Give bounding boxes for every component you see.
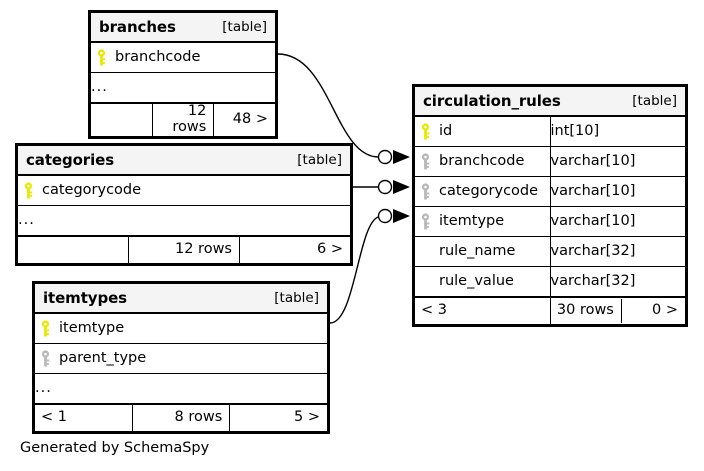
ellipsis-label: ... [34,373,328,405]
footer-rowcount: 12 rows [128,235,240,264]
column-type: varchar[32] [549,236,686,267]
column-type: varchar[10] [549,206,686,237]
table-row[interactable]: rule_value varchar[32] [414,266,686,298]
table-circulation-rules-title: circulation_rules [423,91,561,110]
footer-left[interactable] [17,235,129,264]
table-ellipsis-row: ... [34,373,328,405]
table-row[interactable]: branchcode varchar[10] [414,146,686,177]
column-name: categorycode [42,181,142,198]
table-ellipsis-row: ... [90,72,276,104]
table-itemtypes[interactable]: itemtypes [table] [32,281,330,434]
foreign-key-icon [415,153,435,170]
footer-left[interactable]: < 1 [34,403,133,432]
table-circulation-rules[interactable]: circulation_rules [table] [412,84,688,327]
footer-right[interactable]: 48 > [213,101,276,137]
foreign-key-icon [35,350,55,367]
table-branches-header: branches [table] [90,12,276,43]
column-type: varchar[32] [549,266,686,298]
table-row[interactable]: parent_type [34,343,328,374]
column-name: branchcode [115,48,201,65]
footer-right[interactable]: 5 > [229,403,328,432]
table-branches-footer: 12 rows 48 > [90,101,276,137]
table-row[interactable]: rule_name varchar[32] [414,236,686,267]
table-categories[interactable]: categories [table] [15,143,353,266]
table-row[interactable]: itemtype [34,312,328,344]
table-circulation-rules-tag: [table] [632,92,677,109]
table-branches-title: branches [99,17,176,36]
primary-key-icon [415,123,435,140]
table-itemtypes-title: itemtypes [43,288,128,307]
table-branches-tag: [table] [222,18,267,35]
relationship-categories-to-circulation-rules [353,179,410,195]
table-row[interactable]: itemtype varchar[10] [414,206,686,237]
footer-right[interactable]: 0 > [621,299,685,323]
table-categories-tag: [table] [297,151,342,168]
primary-key-icon [91,49,111,66]
table-circulation-rules-footer: < 3 30 rows 0 > [414,296,686,325]
ellipsis-label: ... [17,205,351,237]
table-categories-footer: 12 rows 6 > [17,235,351,264]
table-branches[interactable]: branches [table] [88,10,278,139]
column-name: branchcode [439,152,525,169]
footer-left[interactable]: < 3 [414,296,551,325]
footer-right[interactable]: 6 > [239,235,351,264]
primary-key-icon [35,320,55,337]
table-itemtypes-header: itemtypes [table] [34,283,328,314]
table-ellipsis-row: ... [17,205,351,237]
table-categories-header: categories [table] [17,145,351,176]
column-type: varchar[10] [549,146,686,177]
footer-rowcount: 12 rows [151,101,215,137]
column-type: varchar[10] [549,176,686,207]
column-name: parent_type [59,349,147,366]
column-name: id [439,122,453,139]
column-type: int[10] [549,115,686,147]
table-row[interactable]: categorycode varchar[10] [414,176,686,207]
column-name: rule_name [439,242,516,259]
footer-rowcount: 30 rows [550,299,622,323]
table-row[interactable]: id int[10] [414,115,686,147]
column-name: itemtype [59,319,125,336]
table-itemtypes-tag: [table] [274,289,319,306]
footer-left[interactable] [90,101,153,137]
table-row[interactable]: branchcode [90,41,276,73]
table-circulation-rules-header: circulation_rules [table] [414,86,686,117]
footer-rowcount: 8 rows [131,403,231,432]
table-row[interactable]: categorycode [17,174,351,206]
generated-by-caption: Generated by SchemaSpy [20,440,210,456]
column-name: rule_value [439,272,514,289]
table-itemtypes-footer: < 1 8 rows 5 > [34,403,328,432]
primary-key-icon [18,182,38,199]
ellipsis-label: ... [90,72,276,104]
column-name: categorycode [439,182,539,199]
column-name: itemtype [439,212,505,229]
table-categories-title: categories [26,150,115,169]
foreign-key-icon [415,213,435,230]
foreign-key-icon [415,183,435,200]
